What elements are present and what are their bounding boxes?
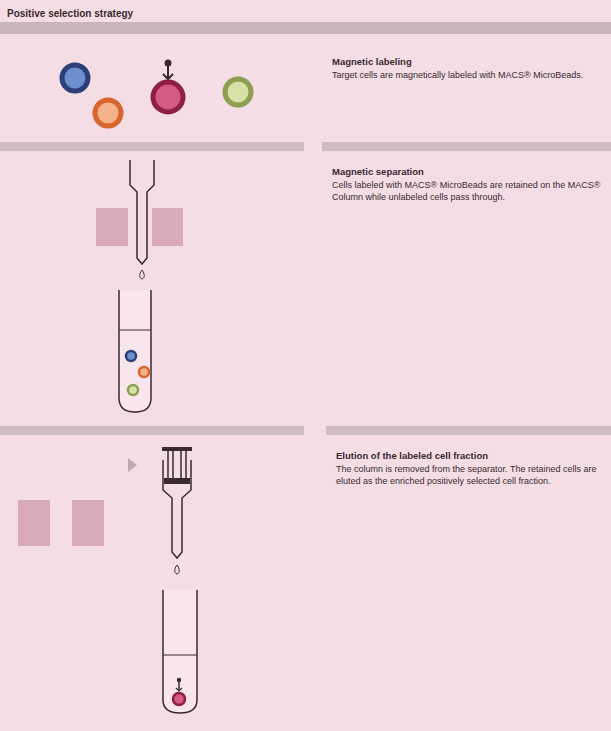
band-bar (0, 142, 304, 151)
step-description: The column is removed from the separator… (336, 463, 606, 487)
separation (96, 160, 183, 412)
step-heading: Magnetic separation (332, 166, 602, 178)
cells (62, 60, 251, 127)
step-heading: Elution of the labeled cell fraction (336, 450, 606, 462)
step-description: Target cells are magnetically labeled wi… (332, 69, 602, 81)
band-bar (0, 426, 304, 435)
elution (18, 447, 197, 713)
title: Positive selection strategy (7, 8, 133, 19)
band-bar (322, 142, 611, 151)
band-bar (326, 426, 611, 435)
step-description: Cells labeled with MACS® MicroBeads are … (332, 179, 602, 203)
step-heading: Magnetic labeling (332, 56, 602, 68)
band-bar (0, 22, 611, 34)
